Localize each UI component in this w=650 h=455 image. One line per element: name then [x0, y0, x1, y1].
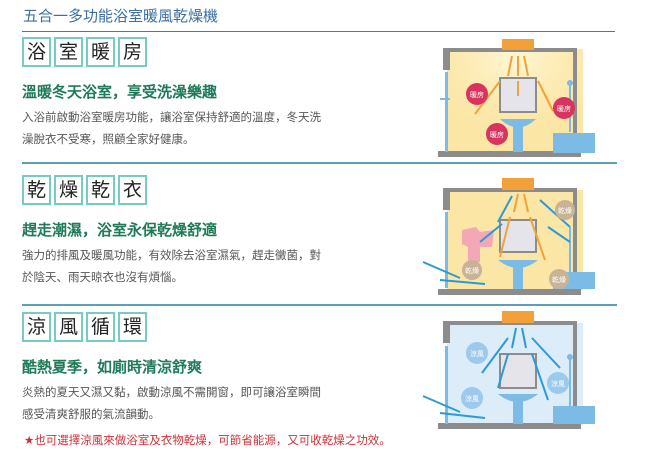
section-body: 炎熱的夏天又濕又黏，啟動涼風不需開窗，即可讓浴室瞬間 感受清爽舒服的氣流韻動。 [22, 381, 402, 425]
section-divider [22, 304, 617, 306]
title-underline [22, 31, 615, 32]
tag-char: 房 [118, 37, 147, 67]
tag-char: 環 [118, 312, 147, 342]
badge-label: 涼風 [465, 394, 479, 403]
badge-label: 涼風 [551, 379, 565, 388]
section-tag: 乾 燥 乾 衣 [22, 175, 402, 205]
section-body: 強力的排風及暖風功能，有效除去浴室濕氣，趕走黴菌，對 於陰天、雨天晾衣也沒有煩惱… [22, 244, 402, 288]
section-heading: 趕走潮濕，浴室永保乾燥舒適 [22, 221, 218, 239]
badge-label: 暖房 [490, 130, 504, 139]
section-tag: 浴 室 暖 房 [22, 37, 402, 67]
tag-char: 乾 [22, 175, 51, 205]
tag-char: 風 [54, 312, 83, 342]
section-heating: 浴 室 暖 房 溫暖冬天浴室，享受洗澡樂趣 入浴前啟動浴室暖房功能，讓浴室保持舒… [22, 37, 402, 150]
star-icon: ★ [24, 433, 35, 447]
tag-char: 燥 [54, 175, 83, 205]
page-title: 五合一多功能浴室暖風乾燥機 [23, 7, 219, 25]
badge-label: 乾燥 [558, 206, 572, 215]
tag-char: 浴 [22, 37, 51, 67]
cooling-illustration: 涼風 涼風 涼風 [422, 311, 595, 429]
drying-illustration: 乾燥 乾燥 乾燥 [422, 178, 595, 295]
badge-label: 暖房 [557, 104, 571, 113]
badge-label: 涼風 [470, 349, 484, 358]
section-heading: 酷熱夏季，如廁時清涼舒爽 [22, 358, 203, 376]
section-tag: 涼 風 循 環 [22, 312, 402, 342]
tag-char: 涼 [22, 312, 51, 342]
footnote: ★也可選擇涼風來做浴室及衣物乾燥，可節省能源，又可收乾燥之功效。 [24, 432, 391, 448]
tag-char: 乾 [86, 175, 115, 205]
badge-label: 暖房 [470, 90, 484, 99]
tag-char: 室 [54, 37, 83, 67]
body-line: 感受清爽舒服的氣流韻動。 [22, 407, 160, 421]
heating-illustration: 暖房 暖房 暖房 [438, 39, 595, 157]
body-line: 炎熱的夏天又濕又黏，啟動涼風不需開窗，即可讓浴室瞬間 [22, 385, 321, 399]
body-line: 於陰天、雨天晾衣也沒有煩惱。 [22, 270, 183, 284]
body-line: 入浴前啟動浴室暖房功能，讓浴室保持舒適的溫度，冬天洗 [22, 110, 321, 124]
body-line: 強力的排風及暖風功能，有效除去浴室濕氣，趕走黴菌，對 [22, 248, 321, 262]
section-divider [22, 162, 617, 164]
section-heading: 溫暖冬天浴室，享受洗澡樂趣 [22, 83, 218, 101]
badge-label: 乾燥 [465, 266, 479, 275]
tag-char: 暖 [86, 37, 115, 67]
body-line: 澡脫衣不受寒，照顧全家好健康。 [22, 132, 195, 146]
section-body: 入浴前啟動浴室暖房功能，讓浴室保持舒適的溫度，冬天洗 澡脫衣不受寒，照顧全家好健… [22, 106, 402, 150]
section-cooling: 涼 風 循 環 酷熱夏季，如廁時清涼舒爽 炎熱的夏天又濕又黏，啟動涼風不需開窗，… [22, 312, 402, 425]
footnote-text: 也可選擇涼風來做浴室及衣物乾燥，可節省能源，又可收乾燥之功效。 [34, 433, 391, 447]
section-drying: 乾 燥 乾 衣 趕走潮濕，浴室永保乾燥舒適 強力的排風及暖風功能，有效除去浴室濕… [22, 175, 402, 288]
tag-char: 循 [86, 312, 115, 342]
badge-label: 乾燥 [552, 275, 566, 284]
tag-char: 衣 [118, 175, 147, 205]
